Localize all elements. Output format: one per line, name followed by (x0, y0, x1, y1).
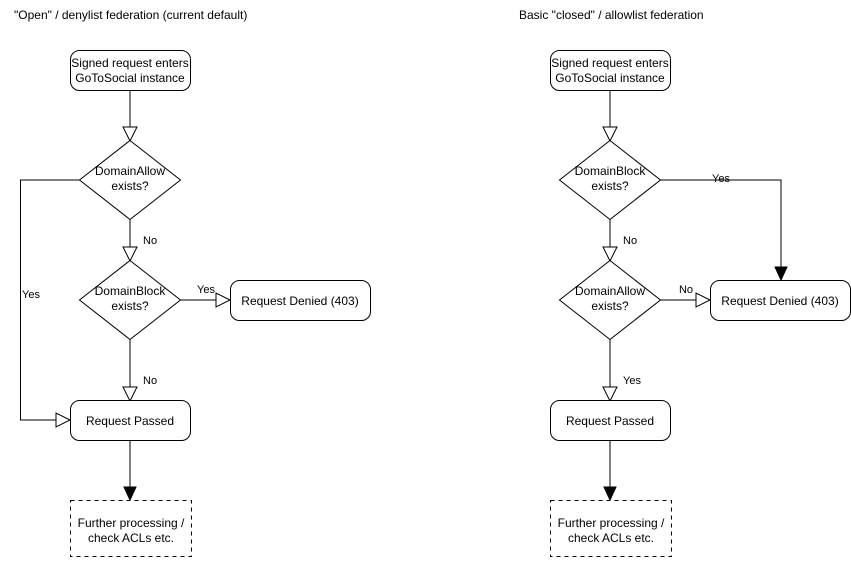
node-domainallow-denylist[interactable]: DomainAllow exists? (78, 139, 182, 221)
node-further-processing-allowlist[interactable]: Further processing / check ACLs etc. (550, 500, 672, 557)
edge-label-domainblock-yes: Yes (712, 173, 730, 185)
node-further-processing-denylist[interactable]: Further processing / check ACLs etc. (70, 500, 192, 557)
arrowhead-open-icon (122, 246, 138, 263)
edge-label-domainblock-no: No (143, 375, 157, 387)
edge-domainblock-yes: Yes (660, 173, 788, 282)
arrowhead-open-icon (55, 412, 72, 428)
node-request-denied-shape (230, 280, 371, 321)
arrowhead-open-icon (215, 292, 232, 308)
edge-start-to-domainallow (122, 90, 138, 143)
edge-label-domainblock-yes: Yes (197, 284, 215, 296)
edge-domainblock-no: No (122, 339, 157, 403)
node-further-processing-shape (70, 500, 192, 557)
node-request-denied-denylist[interactable]: Request Denied (403) (230, 280, 371, 321)
node-start-line2: GoToSocial instance (555, 71, 665, 85)
edge-passed-to-further (123, 440, 137, 502)
node-further-processing-shape (550, 500, 672, 557)
column-denylist: "Open" / denylist federation (current de… (14, 8, 371, 557)
edge-label-domainallow-yes: Yes (623, 375, 641, 387)
node-request-passed-denylist[interactable]: Request Passed (70, 400, 191, 441)
node-further-processing-line2: check ACLs etc. (88, 531, 174, 545)
column-title-denylist: "Open" / denylist federation (current de… (14, 8, 247, 22)
node-request-denied-label: Request Denied (403) (721, 294, 838, 308)
node-request-passed-allowlist[interactable]: Request Passed (550, 400, 671, 441)
edge-domainblock-no: No (602, 219, 637, 263)
node-start-denylist[interactable]: Signed request enters GoToSocial instanc… (70, 50, 191, 91)
node-further-processing-line2: check ACLs etc. (568, 531, 654, 545)
arrowhead-open-icon (602, 126, 618, 143)
node-domainblock-allowlist[interactable]: DomainBlock exists? (558, 139, 662, 221)
edge-domainallow-no: No (122, 219, 157, 263)
arrowhead-filled-icon (123, 486, 137, 502)
node-start-line2: GoToSocial instance (75, 71, 185, 85)
node-request-passed-label: Request Passed (86, 414, 174, 428)
arrowhead-open-icon (122, 386, 138, 403)
node-request-passed-label: Request Passed (566, 414, 654, 428)
arrowhead-open-icon (602, 386, 618, 403)
edge-domainallow-no: No (660, 284, 712, 308)
node-further-processing-line1: Further processing / (78, 516, 185, 530)
node-domainblock-denylist[interactable]: DomainBlock exists? (78, 259, 182, 341)
node-domainallow-line1: DomainAllow (575, 284, 645, 298)
node-start-line1: Signed request enters (551, 56, 668, 70)
arrowhead-open-icon (122, 126, 138, 143)
edge-label-domainallow-yes: Yes (22, 289, 40, 301)
edge-label-domainblock-no: No (623, 235, 637, 247)
arrowhead-open-icon (602, 246, 618, 263)
edge-domainallow-yes: Yes (20, 179, 80, 428)
node-request-denied-allowlist[interactable]: Request Denied (403) (710, 280, 851, 321)
edge-passed-to-further (603, 440, 617, 502)
edge-domainblock-yes: Yes (180, 284, 232, 308)
column-title-allowlist: Basic "closed" / allowlist federation (519, 8, 704, 22)
node-domainallow-line2: exists? (111, 179, 149, 193)
edge-label-domainallow-no: No (143, 235, 157, 247)
edge-start-to-domainblock (602, 90, 618, 143)
node-domainallow-allowlist[interactable]: DomainAllow exists? (558, 259, 662, 341)
edge-label-domainallow-no: No (679, 284, 693, 296)
node-domainblock-line1: DomainBlock (575, 164, 647, 178)
node-start-line1: Signed request enters (71, 56, 188, 70)
node-domainblock-line1: DomainBlock (95, 284, 167, 298)
arrowhead-open-icon (695, 292, 712, 308)
node-request-denied-label: Request Denied (403) (241, 294, 358, 308)
arrowhead-filled-icon (603, 486, 617, 502)
edge-domainallow-yes: Yes (602, 339, 641, 403)
node-domainblock-line2: exists? (111, 299, 149, 313)
node-domainallow-line2: exists? (591, 299, 629, 313)
arrowhead-filled-icon (774, 266, 788, 282)
node-domainallow-line1: DomainAllow (95, 164, 165, 178)
column-allowlist: Basic "closed" / allowlist federation Si… (519, 8, 851, 557)
node-start-allowlist[interactable]: Signed request enters GoToSocial instanc… (550, 50, 671, 91)
node-further-processing-line1: Further processing / (558, 516, 665, 530)
node-domainblock-line2: exists? (591, 179, 629, 193)
